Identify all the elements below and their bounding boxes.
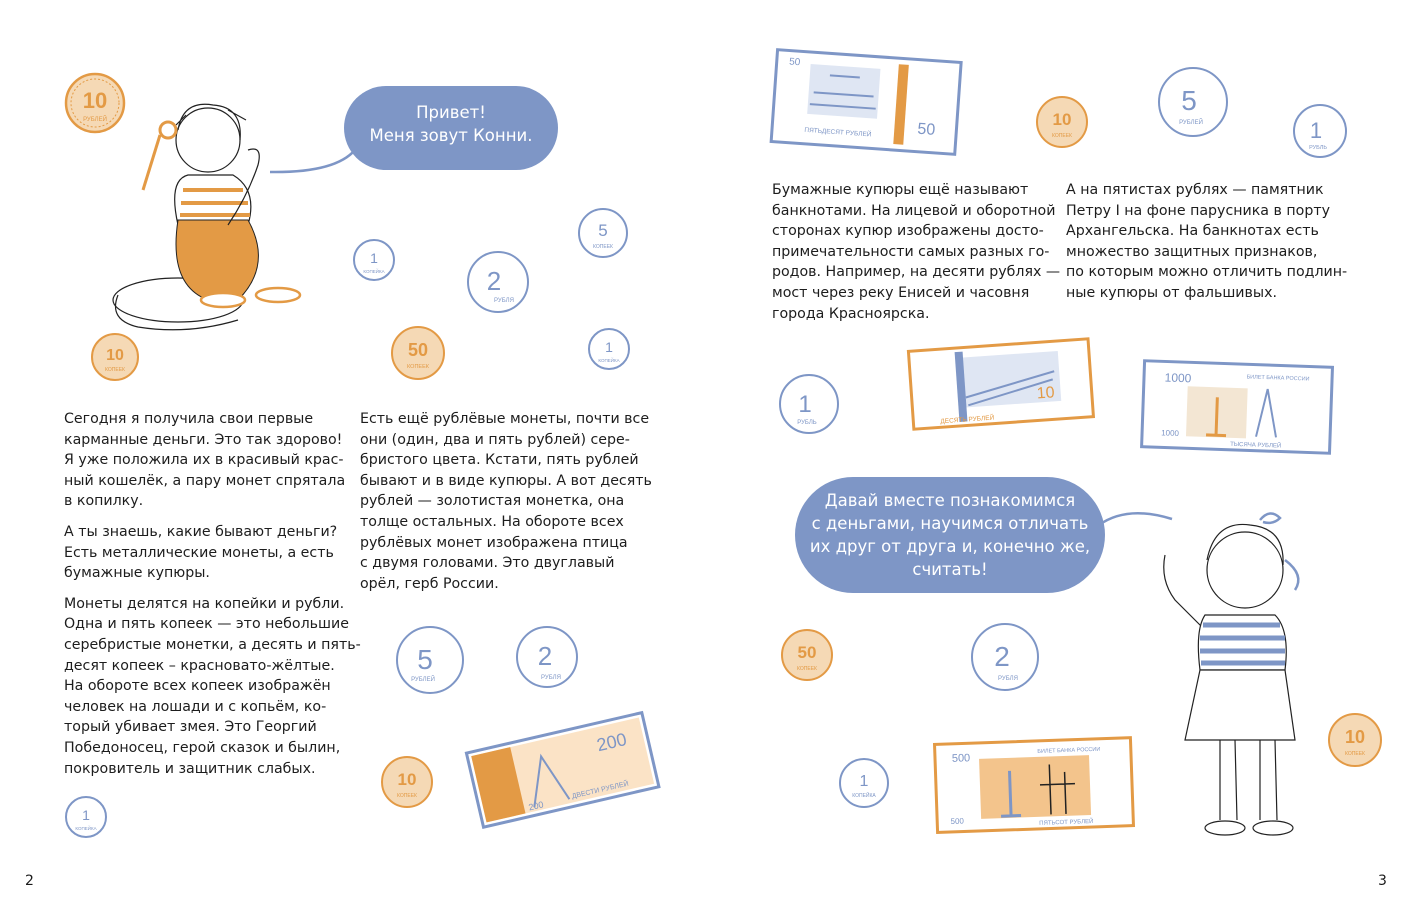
svg-text:50: 50 bbox=[408, 340, 428, 360]
svg-text:5: 5 bbox=[417, 644, 433, 675]
svg-text:1: 1 bbox=[82, 807, 90, 823]
svg-text:БИЛЕТ БАНКА РОССИИ: БИЛЕТ БАНКА РОССИИ bbox=[1247, 374, 1310, 382]
coin-50-kopecks: 50 КОПЕЕК bbox=[391, 326, 445, 380]
coin-50-kopecks-bottom: 50 КОПЕЕК bbox=[781, 629, 833, 681]
banknote-50-rubles: 50 50 ПЯТЬДЕСЯТ РУБЛЕЙ bbox=[769, 48, 963, 156]
coin-2-rubles-right: 2 РУБЛЯ bbox=[971, 623, 1039, 691]
svg-text:РУБЛЯ: РУБЛЯ bbox=[998, 676, 1018, 682]
svg-text:КОПЕЙКА: КОПЕЙКА bbox=[598, 356, 619, 363]
svg-text:500: 500 bbox=[952, 752, 971, 765]
svg-text:2: 2 bbox=[994, 641, 1010, 672]
svg-text:5: 5 bbox=[598, 221, 607, 240]
coin-1-ruble-top: 1 РУБЛЬ bbox=[1293, 104, 1347, 158]
svg-text:КОПЕЙКА: КОПЕЙКА bbox=[363, 267, 384, 274]
coin-10-kopecks: 10 КОПЕЕК bbox=[91, 333, 139, 381]
svg-text:РУБЛЬ: РУБЛЬ bbox=[797, 420, 817, 426]
svg-text:10: 10 bbox=[1036, 384, 1055, 402]
svg-text:КОПЕЕК: КОПЕЕК bbox=[397, 793, 417, 799]
svg-text:10: 10 bbox=[1053, 110, 1072, 129]
svg-text:10: 10 bbox=[83, 88, 107, 113]
coin-10-kopecks-bottom: 10 КОПЕЕК bbox=[381, 756, 433, 808]
svg-text:ПЯТЬСОТ РУБЛЕЙ: ПЯТЬСОТ РУБЛЕЙ bbox=[1039, 817, 1093, 827]
svg-text:РУБЛЬ: РУБЛЬ bbox=[1309, 145, 1327, 151]
coin-5-kopecks: 5 КОПЕЕК bbox=[578, 208, 628, 258]
banknote-500-rubles: 500 500 БИЛЕТ БАНКА РОССИИ ПЯТЬСОТ РУБЛЕ… bbox=[932, 736, 1136, 834]
coin-10-kopecks-right: 10 КОПЕЕК bbox=[1328, 713, 1382, 767]
svg-text:1: 1 bbox=[860, 773, 869, 790]
coin-10-kopecks-top: 10 КОПЕЕК bbox=[1036, 96, 1088, 148]
page-number: 3 bbox=[1378, 873, 1387, 889]
svg-text:РУБЛЕЙ: РУБЛЕЙ bbox=[411, 675, 435, 683]
svg-text:10: 10 bbox=[106, 347, 124, 364]
paragraph: А ты знаешь, какие бывают деньги?Есть ме… bbox=[64, 523, 338, 582]
paragraph: Монеты делятся на копейки и рубли.Одна и… bbox=[64, 595, 361, 777]
svg-text:2: 2 bbox=[487, 266, 501, 296]
svg-text:5: 5 bbox=[1181, 85, 1197, 116]
svg-text:10: 10 bbox=[398, 770, 417, 789]
svg-text:1: 1 bbox=[605, 339, 613, 355]
coin-1-ruble-mid: 1 РУБЛЬ bbox=[779, 374, 839, 434]
svg-text:2: 2 bbox=[538, 641, 552, 671]
svg-text:50: 50 bbox=[798, 643, 817, 662]
svg-text:КОПЕЕК: КОПЕЕК bbox=[1052, 133, 1072, 139]
svg-text:КОПЕЕК: КОПЕЕК bbox=[593, 244, 613, 250]
coin-10-rubles: 10 РУБЛЕЙ bbox=[64, 72, 126, 134]
coin-2-rubles-bottom: 2 РУБЛЯ bbox=[516, 626, 578, 688]
svg-text:1000: 1000 bbox=[1161, 428, 1180, 438]
svg-text:200: 200 bbox=[528, 799, 545, 812]
left-page: 10 РУБЛЕЙ Привет! Меня зовут Конни. 5 КО… bbox=[25, 72, 661, 889]
banknote-1000-rubles: 1000 1000 БИЛЕТ БАНКА РОССИИ ТЫСЯЧА РУБЛ… bbox=[1140, 359, 1335, 455]
svg-text:БИЛЕТ БАНКА РОССИИ: БИЛЕТ БАНКА РОССИИ bbox=[1037, 747, 1100, 755]
banknote-200-rubles: 200 200 ДВЕСТИ РУБЛЕЙ bbox=[464, 710, 661, 829]
svg-text:КОПЕЕК: КОПЕЕК bbox=[1345, 751, 1365, 757]
connie-speech-bubble: Привет! Меня зовут Конни. bbox=[344, 86, 558, 170]
svg-text:КОПЕЕК: КОПЕЕК bbox=[407, 364, 430, 370]
svg-text:РУБЛЯ: РУБЛЯ bbox=[494, 298, 514, 304]
page-number: 2 bbox=[25, 873, 34, 889]
svg-text:КОПЕЙКА: КОПЕЙКА bbox=[852, 791, 876, 799]
coin-5-rubles: 5 РУБЛЕЙ bbox=[396, 626, 464, 694]
svg-text:РУБЛЯ: РУБЛЯ bbox=[541, 675, 561, 681]
svg-text:1000: 1000 bbox=[1164, 370, 1191, 385]
banknote-10-rubles: 10 ДЕСЯТЬ РУБЛЕЙ bbox=[906, 337, 1096, 431]
svg-text:1: 1 bbox=[370, 250, 378, 266]
connie-waving-illustration bbox=[1163, 512, 1300, 836]
coin-1-kopeck-right-bottom: 1 КОПЕЙКА bbox=[839, 758, 889, 808]
svg-text:10: 10 bbox=[1345, 727, 1365, 747]
svg-text:РУБЛЕЙ: РУБЛЕЙ bbox=[1179, 118, 1203, 126]
coin-1-kopeck-right: 1 КОПЕЙКА bbox=[588, 328, 630, 370]
connie-speech-bubble-2: Давай вместе познакомимся с деньгами, на… bbox=[795, 477, 1105, 593]
svg-text:1: 1 bbox=[1310, 118, 1322, 143]
svg-text:1: 1 bbox=[798, 391, 811, 418]
bubble-tail-line-2 bbox=[1098, 512, 1173, 527]
svg-text:КОПЕЕК: КОПЕЕК bbox=[105, 367, 125, 373]
coin-2-rubles: 2 РУБЛЯ bbox=[467, 251, 529, 313]
svg-text:КОПЕЙКА: КОПЕЙКА bbox=[75, 824, 96, 831]
svg-text:КОПЕЕК: КОПЕЕК bbox=[797, 666, 817, 672]
svg-text:500: 500 bbox=[950, 816, 964, 825]
coin-1-kopeck-bottom: 1 КОПЕЙКА bbox=[65, 796, 107, 838]
coin-1-kopeck: 1 КОПЕЙКА bbox=[353, 239, 395, 281]
coin-5-rubles-top: 5 РУБЛЕЙ bbox=[1158, 67, 1228, 137]
svg-text:РУБЛЕЙ: РУБЛЕЙ bbox=[83, 115, 107, 123]
right-page: 50 50 ПЯТЬДЕСЯТ РУБЛЕЙ 5 РУБЛЕЙ 10 КОПЕЕ… bbox=[705, 0, 1410, 922]
connie-sitting-illustration bbox=[112, 103, 302, 331]
svg-text:50: 50 bbox=[789, 57, 801, 69]
svg-text:50: 50 bbox=[917, 121, 936, 139]
svg-text:ТЫСЯЧА РУБЛЕЙ: ТЫСЯЧА РУБЛЕЙ bbox=[1230, 440, 1281, 450]
bubble-tail-line bbox=[269, 149, 356, 174]
